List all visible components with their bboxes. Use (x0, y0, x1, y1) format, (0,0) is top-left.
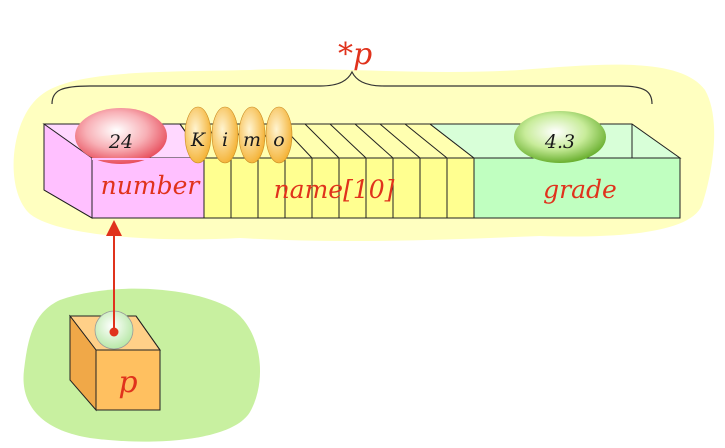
pointer-label: p (118, 365, 137, 400)
name-slot-partition (379, 123, 421, 159)
letter-egg-shape (265, 106, 293, 164)
struct-brace (51, 70, 653, 105)
name-letter: o (273, 129, 284, 151)
name-slot-partition (304, 123, 340, 159)
letter-egg-shape (238, 106, 266, 164)
name-letter-egg: i (211, 106, 239, 164)
name-letter-egg: K (184, 106, 212, 164)
number-value-egg: 24 (75, 108, 167, 164)
number-field-label: number (101, 171, 202, 200)
name-letter: i (222, 129, 228, 151)
name-letter-egg: m (238, 106, 266, 164)
grade-value-egg: 4.3 (514, 111, 606, 163)
grade-field-label: grade (543, 175, 617, 204)
letter-egg-shape (184, 106, 212, 164)
name-slot-partition (354, 123, 394, 159)
pointer-arrow (106, 220, 122, 337)
letter-egg-shape (211, 106, 239, 164)
name-field-label: name[10] (274, 175, 395, 204)
name-letter: m (243, 129, 261, 151)
name-slot-partition (329, 123, 367, 159)
grade-value: 4.3 (544, 131, 575, 153)
name-slot-partition (404, 123, 448, 159)
pointer-target-label: *p (338, 37, 372, 72)
name-letter-egg: o (265, 106, 293, 164)
number-value: 24 (108, 131, 133, 153)
name-letter: K (190, 129, 207, 151)
